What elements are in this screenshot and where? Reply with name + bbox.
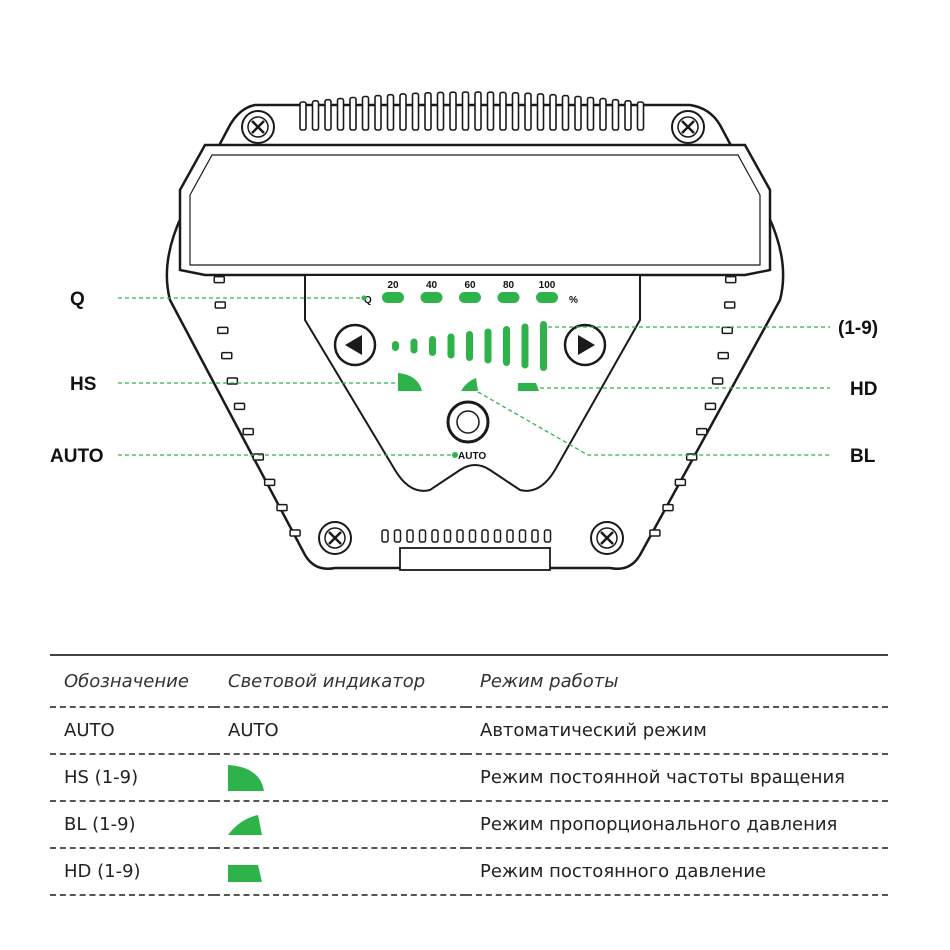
scale-label-20: 20 bbox=[387, 280, 399, 291]
auto-button-label: AUTO bbox=[458, 451, 486, 462]
bl-indicator bbox=[461, 378, 478, 391]
header-designation: Обозначение bbox=[50, 654, 214, 707]
callout-hd: HD bbox=[850, 379, 877, 400]
bottom-connector bbox=[399, 547, 551, 571]
auto-button[interactable] bbox=[446, 400, 490, 444]
level-bar bbox=[521, 323, 529, 369]
level-bar bbox=[410, 338, 418, 354]
header-indicator: Световой индикатор bbox=[214, 654, 466, 707]
row-mode: Автоматический режим bbox=[466, 706, 888, 754]
scale-pill-80 bbox=[497, 292, 520, 303]
hs-indicator bbox=[398, 373, 422, 391]
row-indicator bbox=[214, 753, 466, 801]
table-row: HS (1-9) Режим постоянной частоты вращен… bbox=[50, 753, 888, 801]
table-row: HD (1-9) Режим постоянного давление bbox=[50, 847, 888, 896]
legend-header-row: Обозначение Световой индикатор Режим раб… bbox=[50, 654, 888, 707]
right-arrow-icon bbox=[578, 335, 595, 355]
row-indicator bbox=[214, 800, 466, 848]
screw-icon bbox=[240, 109, 276, 145]
left-arrow-icon bbox=[345, 335, 362, 355]
scale-label-60: 60 bbox=[464, 280, 476, 291]
hd-trapezoid-icon bbox=[228, 864, 262, 882]
row-indicator bbox=[214, 847, 466, 896]
scale-label-80: 80 bbox=[503, 280, 515, 291]
row-designation: HD (1-9) bbox=[50, 847, 214, 896]
scale-pill-40 bbox=[420, 292, 443, 303]
bl-wedge-icon bbox=[228, 814, 262, 835]
callout-range: (1-9) bbox=[838, 318, 878, 339]
level-bar bbox=[503, 326, 510, 366]
row-designation: AUTO bbox=[50, 706, 214, 754]
scale-pill-20 bbox=[382, 292, 404, 303]
callout-auto: AUTO bbox=[50, 446, 103, 467]
left-arrow-button[interactable] bbox=[333, 323, 377, 367]
row-mode: Режим пропорционального давления bbox=[466, 800, 888, 848]
screw-icon bbox=[589, 520, 625, 556]
callout-bl: BL bbox=[850, 446, 876, 467]
percent-label: % bbox=[569, 295, 578, 306]
row-indicator-text: AUTO bbox=[214, 706, 466, 754]
hd-indicator bbox=[518, 383, 539, 391]
auto-indicator-dot bbox=[452, 452, 458, 458]
housing-fins-bottom bbox=[381, 529, 552, 543]
level-bar bbox=[540, 321, 547, 371]
row-designation: BL (1-9) bbox=[50, 800, 214, 848]
table-row: BL (1-9) Режим пропорционального давлени… bbox=[50, 800, 888, 848]
scale-label-100: 100 bbox=[539, 280, 556, 291]
right-arrow-button[interactable] bbox=[563, 323, 607, 367]
scale-label-40: 40 bbox=[426, 280, 438, 291]
table-row: AUTO AUTO Автоматический режим bbox=[50, 706, 888, 754]
flow-scale: 20 40 60 80 100 bbox=[382, 280, 558, 303]
level-bar bbox=[466, 331, 473, 361]
row-mode: Режим постоянной частоты вращения bbox=[466, 753, 888, 801]
level-bar bbox=[484, 328, 492, 364]
callout-q: Q bbox=[70, 289, 85, 310]
callout-hs: HS bbox=[70, 374, 96, 395]
level-bar bbox=[447, 333, 455, 359]
mode-legend-table: Обозначение Световой индикатор Режим раб… bbox=[50, 654, 888, 896]
level-bar bbox=[429, 336, 436, 356]
display-window bbox=[178, 143, 772, 277]
hs-quarter-circle-icon bbox=[228, 764, 264, 791]
scale-pill-100 bbox=[536, 292, 558, 303]
callout-lines bbox=[118, 297, 830, 456]
row-designation: HS (1-9) bbox=[50, 753, 214, 801]
housing-fins-top bbox=[299, 91, 645, 131]
screw-icon bbox=[670, 109, 706, 145]
screw-icon bbox=[317, 520, 353, 556]
row-mode: Режим постоянного давление bbox=[466, 847, 888, 896]
q-scale-label: Q bbox=[364, 295, 372, 306]
level-bars bbox=[392, 321, 547, 371]
level-bar bbox=[392, 341, 399, 351]
scale-pill-60 bbox=[459, 292, 481, 303]
header-mode: Режим работы bbox=[466, 654, 888, 707]
